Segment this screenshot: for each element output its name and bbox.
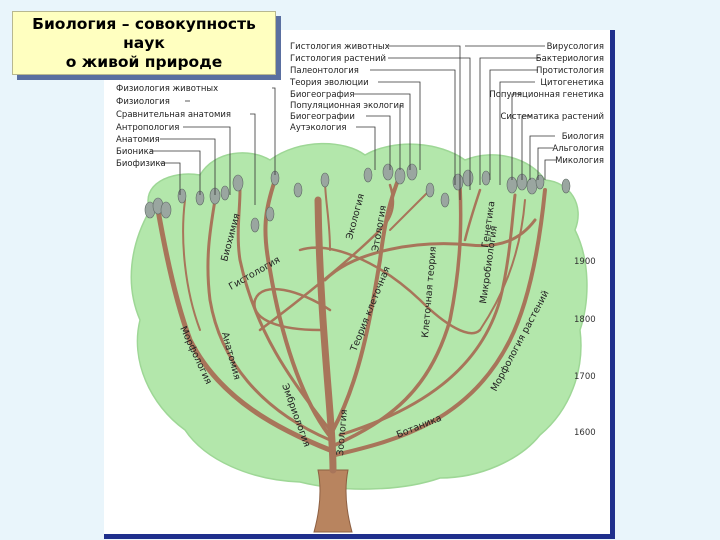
label-biogeography: Биогеография — [290, 90, 354, 100]
right-labels: Вирусология Бактериология Протистология … — [489, 42, 604, 166]
label-evolution-theory: Теория эволюции — [289, 78, 369, 88]
page-title: Биология – совокупность наук о живой при… — [32, 14, 256, 71]
left-labels: Физиология животных Физиология Сравнител… — [116, 84, 231, 169]
title-box: Биология – совокупность наук о живой при… — [12, 11, 276, 75]
leaf-clusters — [144, 163, 571, 233]
label-autecology: Аутэкология — [290, 123, 347, 133]
label-animal-physiology: Физиология животных — [116, 84, 218, 94]
label-cytogenetics: Цитогенетика — [540, 78, 604, 88]
top-leader-lines — [354, 45, 471, 200]
label-population-genetics: Популяционная генетика — [489, 90, 604, 100]
label-paleontology: Палеонтология — [290, 66, 359, 76]
year-label: 1800 — [574, 315, 596, 325]
label-mycology: Микология — [555, 156, 604, 166]
year-label: 1600 — [574, 428, 596, 438]
label-protistology: Протистология — [536, 66, 604, 76]
year-label: 1700 — [574, 372, 596, 382]
timeline-years: 1900 1800 1700 1600 — [574, 257, 596, 438]
label-biogeographies: Биогеографии — [290, 112, 355, 122]
label-plant-systematics: Систематика растений — [500, 112, 604, 122]
top-labels: Гистология животных Гистология растений … — [289, 42, 404, 133]
left-leader-lines — [150, 87, 276, 205]
label-biology: Биология — [562, 132, 604, 142]
year-label: 1900 — [574, 257, 596, 267]
label-virology: Вирусология — [547, 42, 604, 52]
label-comparative-anatomy: Сравнительная анатомия — [116, 110, 231, 120]
label-plant-histology: Гистология растений — [290, 54, 386, 64]
label-anthropology: Антропология — [116, 123, 179, 133]
label-biophysics: Биофизика — [116, 159, 166, 169]
label-physiology: Физиология — [116, 97, 170, 107]
label-bionics: Бионика — [116, 147, 154, 157]
label-algology: Альгология — [552, 144, 604, 154]
right-leader-lines — [465, 45, 556, 185]
branch-label-zoology: Зоология — [335, 409, 350, 456]
tree-trunk — [313, 469, 353, 533]
label-bacteriology: Бактериология — [536, 54, 604, 64]
label-animal-histology: Гистология животных — [290, 42, 390, 52]
label-anatomy: Анатомия — [116, 135, 160, 145]
label-population-ecology: Популяционная экология — [290, 101, 404, 111]
